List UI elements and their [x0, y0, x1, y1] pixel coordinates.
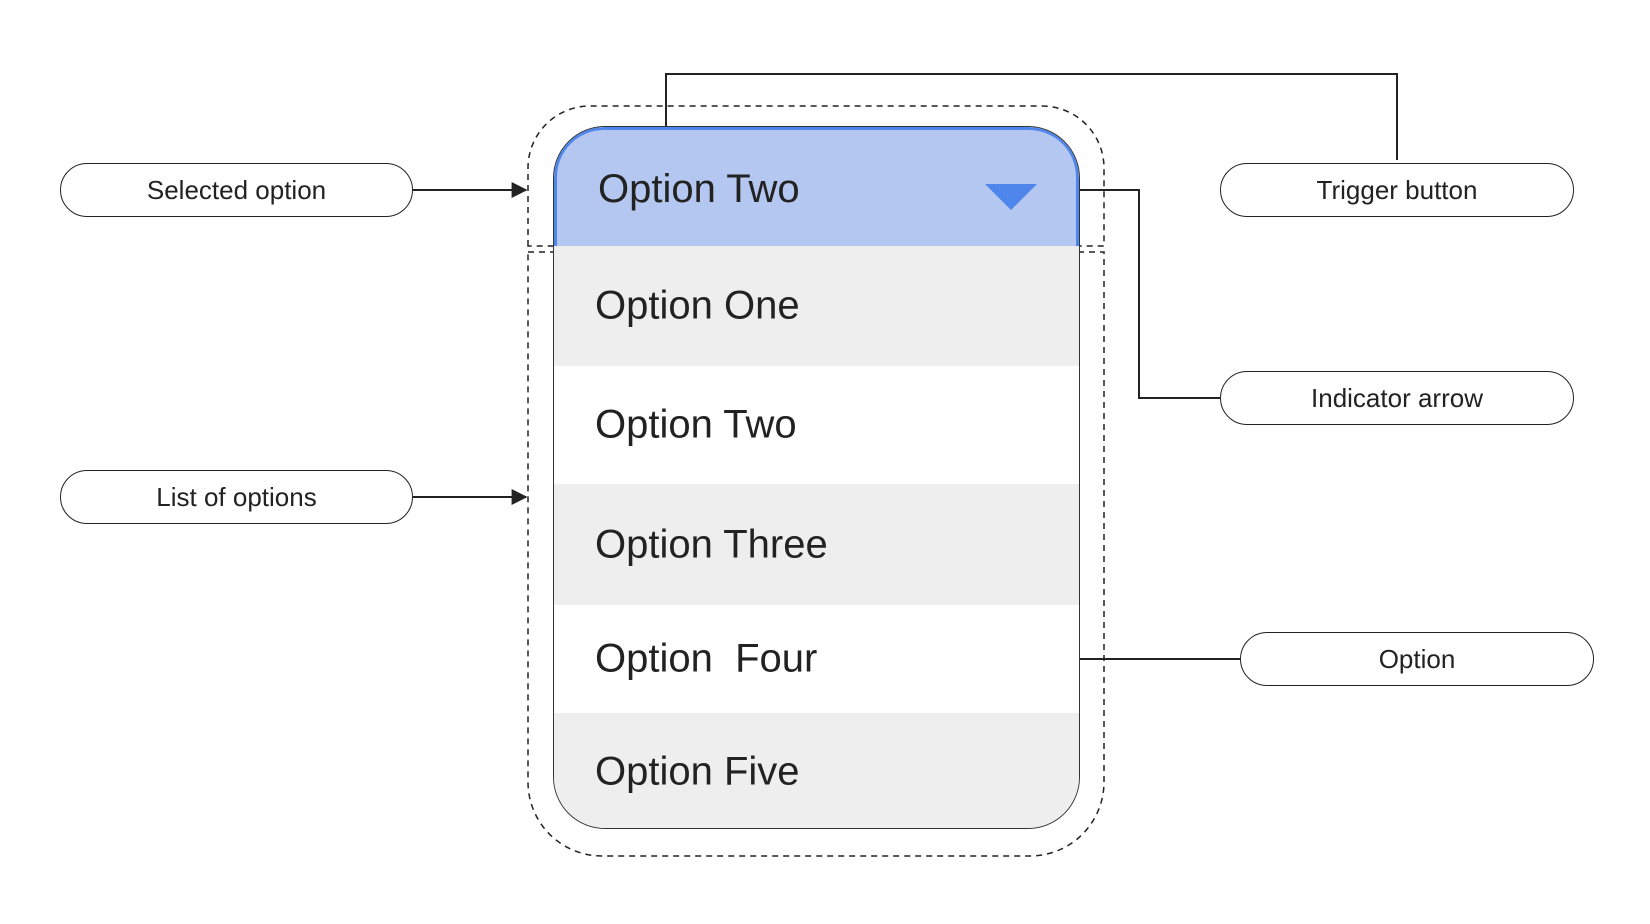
trigger-button[interactable]: Option Two	[554, 127, 1079, 246]
option-item[interactable]: Option Five	[554, 713, 1079, 828]
option-label: Option One	[595, 283, 800, 328]
option-label: Option Two	[595, 402, 797, 447]
option-label: Option Five	[595, 749, 800, 793]
options-list-outline	[527, 251, 1105, 857]
option-item[interactable]: Option Three	[554, 484, 1079, 605]
callout-list-of-options: List of options	[60, 470, 413, 524]
callout-selected-option: Selected option	[60, 163, 413, 217]
trigger-button-arrow	[658, 73, 1398, 179]
triangle-down-icon[interactable]	[985, 184, 1037, 210]
option-item[interactable]: Option Two	[554, 366, 1079, 484]
option-label: Option Three	[595, 522, 828, 566]
option-item[interactable]: Option One	[554, 246, 1079, 366]
selected-option-outline	[527, 105, 1105, 247]
option-label: Option Four	[595, 636, 818, 681]
callout-trigger-button: Trigger button	[1220, 163, 1574, 217]
callout-indicator-arrow: Indicator arrow	[1220, 371, 1574, 425]
callout-option: Option	[1240, 632, 1594, 686]
dropdown-menu: Option Two Option One Option Two Option …	[553, 126, 1080, 829]
option-item[interactable]: Option Four	[554, 605, 1079, 713]
selected-option-label: Option Two	[598, 167, 800, 211]
